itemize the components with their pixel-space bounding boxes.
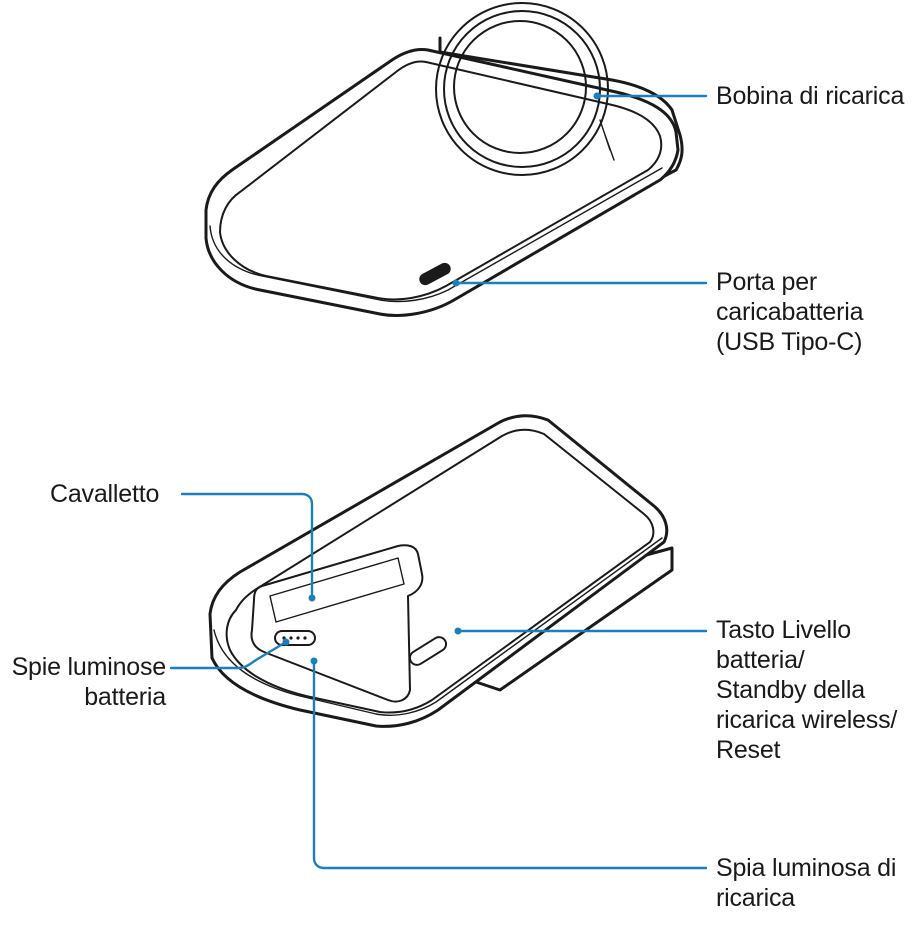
battery-led-dots [282, 636, 307, 640]
side-button [408, 636, 448, 666]
coil-notch [599, 119, 615, 161]
callout-charging-led [312, 659, 708, 870]
device-back-body [208, 414, 669, 728]
device-front-body [204, 48, 680, 317]
battery-leds-window [274, 630, 316, 646]
callout-dot-battery-button [454, 627, 462, 635]
kickstand-shape [250, 544, 424, 703]
callout-dot-kickstand [308, 594, 316, 602]
callout-lines [169, 92, 708, 870]
device-front-top-face [219, 60, 663, 301]
device-back-top-face [225, 428, 655, 714]
charging-coil-inner [443, 10, 601, 168]
device-back-lip [213, 537, 663, 716]
label-charging-led: Spia luminosa di ricarica [716, 854, 897, 912]
charging-coil-outer [435, 2, 609, 176]
kickstand-inner [269, 557, 405, 623]
label-battery-leds: Spie luminose batteria [11, 653, 167, 711]
callout-dot-battery-leds [282, 638, 290, 646]
device-front-illustration [204, 2, 684, 317]
device-back-illustration [208, 414, 674, 728]
label-charging-coil: Bobina di ricarica [716, 82, 905, 110]
callout-dot-charging-coil [593, 92, 601, 100]
callout-battery-leds [169, 640, 288, 670]
device-front-lip [209, 167, 663, 303]
callout-dot-charging-led [310, 657, 318, 665]
callout-kickstand [180, 492, 314, 600]
usb-c-port [419, 262, 451, 286]
charging-coil-center [453, 20, 587, 154]
label-battery-button: Tasto Livello batteria/ Standby della ri… [716, 616, 898, 764]
callout-dot-charger-port [452, 279, 460, 287]
label-charger-port: Porta per caricabatteria (USB Tipo-C) [716, 268, 864, 356]
label-kickstand: Cavalletto [50, 480, 160, 508]
